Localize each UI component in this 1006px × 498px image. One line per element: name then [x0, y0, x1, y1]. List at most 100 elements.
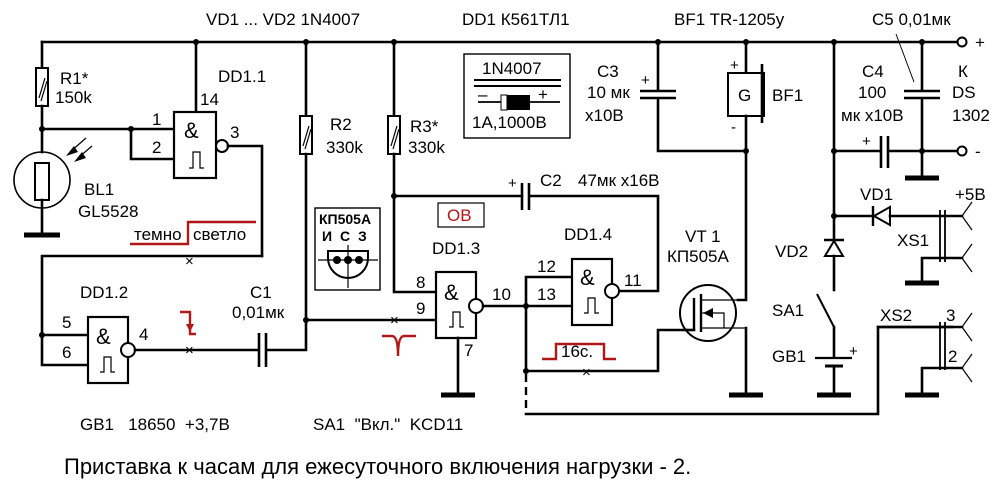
- gate-dd1-1: &: [172, 40, 264, 258]
- light-level-waveform: [130, 220, 256, 246]
- dd1-4-pin13: 13: [537, 285, 556, 304]
- edge-arrow: [180, 310, 196, 336]
- gate-dd1-2: &: [86, 315, 136, 385]
- c2-value: 47мк x16B: [578, 171, 660, 190]
- buzzer-label: BF1 TR-1205у: [674, 10, 785, 29]
- terminal-minus: [956, 145, 968, 157]
- bf1-name: BF1: [772, 86, 803, 105]
- capacitor-c3: [640, 40, 748, 153]
- bf1-plus: +: [730, 57, 739, 74]
- r1-value: 150k: [55, 88, 92, 107]
- gb1-name: GB1: [772, 347, 806, 366]
- dd1-1-pin3: 3: [230, 123, 239, 142]
- svg-text:&: &: [444, 280, 459, 305]
- ov-box: [437, 202, 485, 228]
- diode-vd2: [823, 214, 845, 292]
- trigger-pulse: [382, 334, 416, 357]
- bl1-name: BL1: [84, 180, 114, 199]
- c4-name: C4: [862, 62, 884, 81]
- dd1-1-name: DD1.1: [218, 67, 266, 86]
- c3-name: C3: [597, 62, 619, 81]
- c2-plus: +: [508, 175, 517, 192]
- vt1-name: VT 1: [685, 227, 721, 246]
- r1-name: R1*: [60, 69, 89, 88]
- battery-spec: GB1 18650 +3,7B: [80, 415, 230, 434]
- transistor-pinout-inset: КП505А И С З: [314, 207, 381, 291]
- ov-label: ОВ: [447, 206, 472, 225]
- c2-name: C2: [540, 171, 562, 190]
- xs1-voltage: +5B: [955, 185, 986, 204]
- xs2-name: XS2: [880, 306, 912, 325]
- dd1-4-pin11: 11: [624, 271, 642, 290]
- diagram-title: Приставка к часам для ежесуточного включ…: [64, 454, 691, 479]
- xs1-name: XS1: [897, 231, 929, 250]
- terminal-plus: [956, 36, 968, 48]
- vd1-name: VD1: [860, 185, 893, 204]
- capacitor-c1: [257, 333, 268, 367]
- c5-label: C5 0,01мк: [872, 10, 951, 29]
- svg-text:–: –: [478, 85, 488, 104]
- output-pulse: [542, 342, 616, 361]
- dd1-1-pin2: 2: [152, 138, 161, 157]
- dd1-2-pin5: 5: [62, 313, 71, 332]
- bf1-minus: -: [731, 119, 736, 136]
- diode-vd1: [832, 205, 964, 227]
- connector-xs1: [905, 201, 973, 286]
- dd1-1-vcc-pin: 14: [200, 90, 219, 109]
- connector-xs2: [876, 312, 973, 398]
- vd2-name: VD2: [775, 242, 808, 261]
- dd1-1-pin1: 1: [152, 110, 161, 129]
- diode-inset: 1N4007 – + 1A,1000B: [463, 53, 571, 139]
- terminal-plus-label: +: [975, 33, 985, 52]
- dd1-4-name: DD1.4: [564, 225, 612, 244]
- dd1-4-pin12: 12: [537, 257, 556, 276]
- capacitor-c5: [904, 40, 940, 181]
- test-point-x: ×: [185, 342, 194, 359]
- dd1-3-pin7: 7: [464, 341, 473, 360]
- vt1-value: КП505А: [667, 247, 729, 266]
- svg-text:И С З: И С З: [322, 228, 369, 244]
- diodes-label: VD1 ... VD2 1N4007: [206, 10, 360, 29]
- ds-line3: 1302: [952, 106, 990, 125]
- c5-leader-line: [895, 33, 915, 83]
- dark-label: темно: [134, 225, 182, 244]
- pulse-label: 16с.: [561, 342, 593, 361]
- dd1-2-pin4: 4: [139, 325, 148, 344]
- c3-plus: +: [641, 72, 650, 89]
- wire: [40, 254, 264, 337]
- c3-value1: 10 мк: [587, 83, 630, 102]
- gb1-plus: +: [849, 343, 858, 360]
- buzzer-bf1: G: [727, 40, 765, 153]
- c4-value1: 100: [858, 83, 886, 102]
- ds-line1: К: [958, 62, 968, 81]
- resistor-r1: [35, 40, 49, 154]
- mosfet-vt1: [679, 284, 763, 398]
- svg-text:&: &: [580, 265, 595, 290]
- dd1-3-pin10: 10: [492, 285, 511, 304]
- test-point-x: ×: [390, 312, 399, 329]
- capacitor-c2: [520, 183, 531, 210]
- dd1-2-name: DD1.2: [80, 283, 128, 302]
- capacitor-c4: [879, 136, 890, 168]
- bl1-value: GL5528: [78, 202, 139, 221]
- ic-label: DD1 К561ТЛ1: [462, 10, 570, 29]
- test-point-x: ×: [582, 364, 591, 381]
- c1-value: 0,01мк: [232, 303, 285, 322]
- svg-text:КП505А: КП505А: [319, 211, 371, 227]
- resistor-r3: [387, 40, 401, 198]
- terminal-minus-label: -: [975, 142, 981, 161]
- gate-dd1-3: &: [434, 270, 484, 398]
- resistor-r2: [299, 40, 313, 322]
- svg-text:+: +: [538, 85, 548, 104]
- photoresistor-bl1: [13, 137, 93, 238]
- switch-sa1: [816, 293, 835, 328]
- light-label: светло: [193, 225, 246, 244]
- r3-value: 330k: [408, 138, 445, 157]
- sa1-name: SA1: [772, 301, 804, 320]
- svg-text:&: &: [184, 118, 199, 143]
- xs2-pin2: 2: [948, 347, 957, 366]
- svg-text:&: &: [96, 324, 111, 349]
- r2-value: 330k: [326, 138, 363, 157]
- dd1-3-name: DD1.3: [432, 239, 480, 258]
